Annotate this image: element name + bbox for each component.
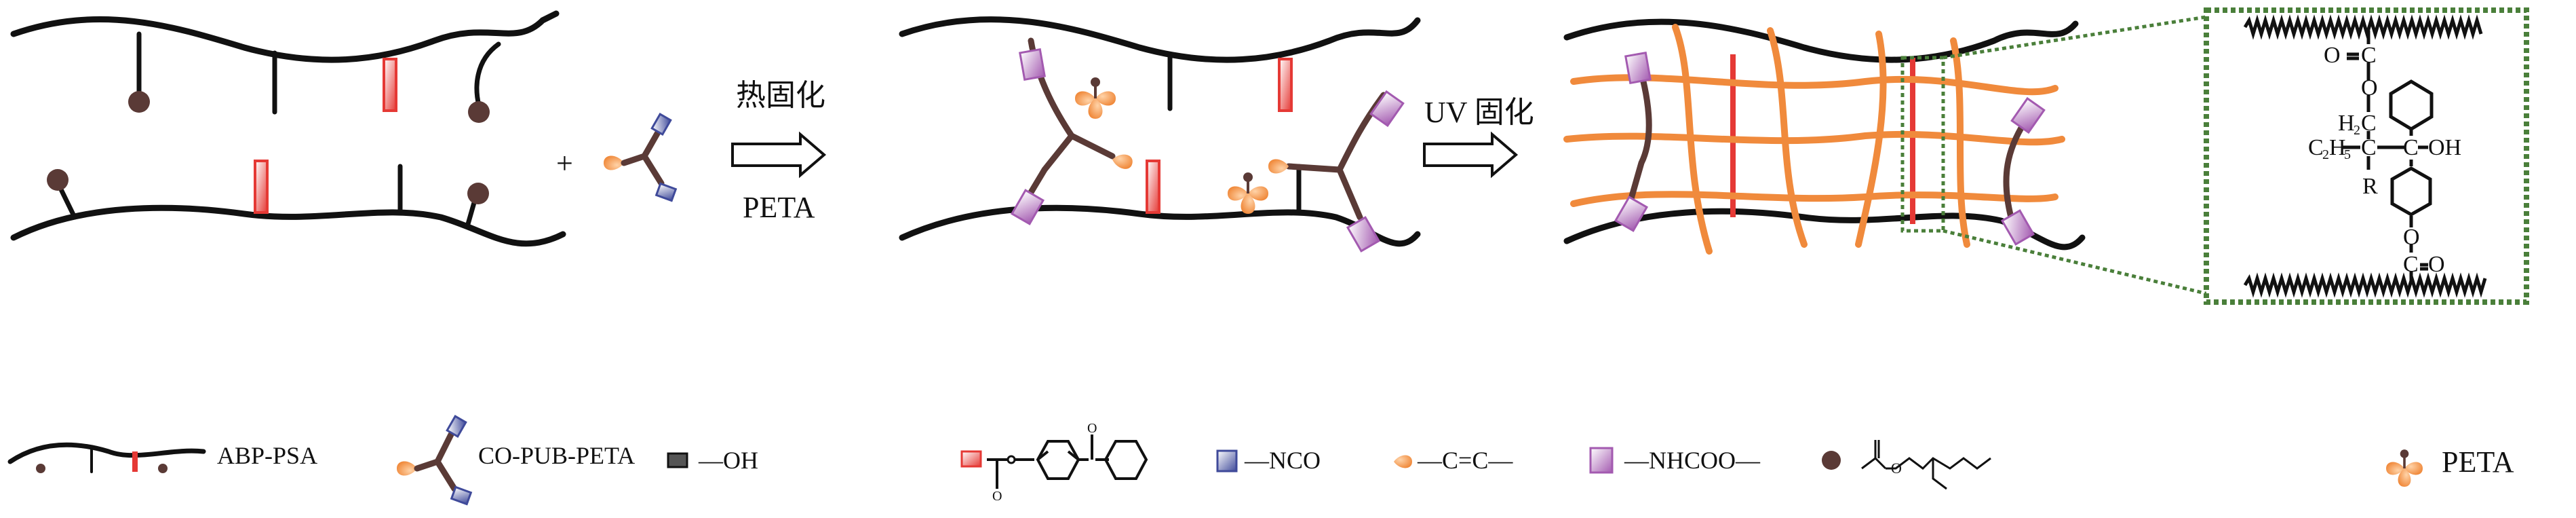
chem-label: H (2329, 135, 2346, 160)
legend-item-photoinitiator: O O (960, 421, 1148, 504)
legend-item-vinyl: —C=C— (1394, 447, 1513, 474)
crosslink-structure-inset: O C O H 2 C C 2 H 5 C C OH R O C O (2204, 7, 2529, 305)
chem-label: O (2428, 252, 2445, 277)
legend-item-ester: O (1822, 440, 1991, 490)
plus-sign: + (556, 147, 573, 180)
photoinitiator-rect (383, 58, 397, 112)
legend-item-peta: PETA (2386, 445, 2514, 487)
arrow-right-icon (1423, 131, 1519, 179)
chem-label: —NCO (1244, 447, 1321, 474)
chem-label: —NHCOO— (1624, 447, 1761, 474)
chem-label: C (2403, 252, 2419, 277)
panel-uv-cured-network (1563, 12, 2229, 301)
panel-thermally-cured (899, 16, 1421, 253)
chem-label: C (2361, 43, 2377, 68)
chem-label: O (2403, 225, 2420, 250)
step1-reagent: PETA (743, 191, 815, 224)
legend-item-urethane: —NHCOO— (1589, 447, 1761, 474)
legend-item-oh: —OH (667, 447, 758, 474)
step2-label: UV 固化 (1424, 96, 1534, 129)
chem-label: O (2324, 43, 2341, 68)
legend: ABP-PSA CO-PUB-PETA —OH O O —NCO (7, 415, 2514, 506)
chem-label: O (1087, 421, 1097, 436)
polymer-backbone-top (2243, 14, 2483, 40)
chem-label: 2 (2322, 147, 2329, 162)
chem-label: CO-PUB-PETA (478, 442, 635, 469)
chem-label: C (2403, 135, 2419, 160)
chem-label: C (2361, 111, 2377, 136)
ester-ball (128, 91, 150, 113)
legend-item-nco: —NCO (1216, 447, 1321, 474)
step1-label: 热固化 (736, 79, 825, 112)
chem-label: O (1891, 460, 1902, 477)
chem-label: ABP-PSA (217, 442, 317, 469)
chem-label: 2 (2354, 123, 2360, 138)
co-pub-peta-molecule (604, 113, 677, 202)
chem-label: —C=C— (1417, 447, 1513, 474)
arrow-right-icon (731, 131, 827, 179)
legend-item-co-pub-peta: CO-PUB-PETA (397, 415, 635, 506)
polymer-backbone-bottom (2243, 272, 2487, 298)
thermal-cure-step: 热固化 PETA (731, 79, 827, 224)
panel-initial-psa (10, 10, 566, 247)
chem-label: H (2338, 111, 2355, 136)
chem-label: O (2361, 75, 2378, 100)
chem-label: 5 (2344, 147, 2351, 162)
chem-label: PETA (2442, 445, 2514, 479)
chem-label: OH (2428, 135, 2461, 160)
legend-item-abp-psa: ABP-PSA (7, 442, 317, 473)
chem-label: —OH (698, 447, 758, 474)
chem-label: C (2308, 135, 2324, 160)
chem-label: C (2361, 135, 2377, 160)
chem-label: R (2362, 174, 2378, 199)
uv-cure-step: UV 固化 (1423, 96, 1534, 179)
zoom-region-box (1900, 56, 1945, 233)
chem-label: O (992, 489, 1002, 504)
